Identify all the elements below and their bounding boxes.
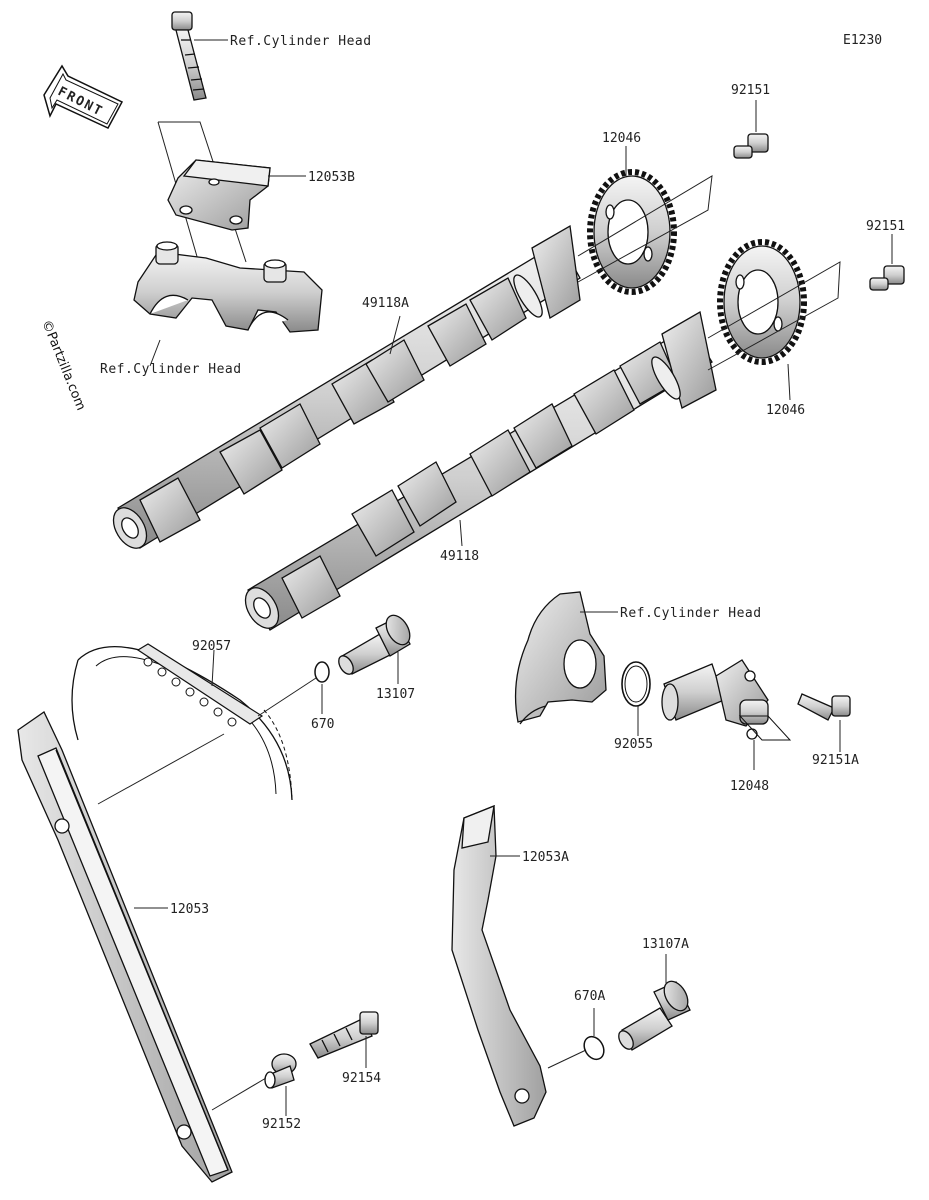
front-arrow-icon: FRONT	[43, 64, 124, 129]
ref-cylinder-head-top: Ref.Cylinder Head	[230, 34, 372, 49]
sprocket-12046-top	[587, 169, 677, 295]
part-12048: 12048	[730, 779, 769, 794]
sprocket-12046-right	[717, 239, 807, 365]
tensioner-12048	[661, 659, 792, 741]
part-92055: 92055	[614, 737, 653, 752]
part-92151-top: 92151	[731, 83, 770, 98]
collar-92152	[264, 1053, 297, 1089]
camshaft-49118a	[112, 224, 581, 549]
part-12053: 12053	[170, 902, 209, 917]
chain-guide-12053	[17, 711, 233, 1183]
o-ring-670	[314, 661, 330, 683]
part-670: 670	[311, 717, 334, 732]
part-670a: 670A	[574, 989, 605, 1004]
pivot-bolt-13107a	[618, 980, 691, 1051]
bolt-92154	[309, 1011, 379, 1059]
camshaft-cap	[133, 241, 323, 333]
cylinder-head-section	[514, 591, 607, 725]
diagram-code: E1230	[843, 33, 882, 48]
pivot-bolt-13107	[338, 614, 411, 675]
part-13107a: 13107A	[642, 937, 689, 952]
part-92151a: 92151A	[812, 753, 859, 768]
ref-cylinder-head-mid: Ref.Cylinder Head	[100, 362, 242, 377]
part-92152: 92152	[262, 1117, 301, 1132]
tensioner-guide-12053a	[451, 804, 547, 1127]
part-49118: 49118	[440, 549, 479, 564]
ref-cylinder-head-right: Ref.Cylinder Head	[620, 606, 762, 621]
part-12046-top: 12046	[602, 131, 641, 146]
part-92151-right: 92151	[866, 219, 905, 234]
part-92154: 92154	[342, 1071, 381, 1086]
part-12053a: 12053A	[522, 850, 569, 865]
bolt-92151-right	[869, 265, 905, 291]
part-12046-right: 12046	[766, 403, 805, 418]
part-13107: 13107	[376, 687, 415, 702]
bracket-12053b	[167, 159, 271, 231]
camshaft-49118	[244, 310, 717, 631]
cylinder-head-bolt	[171, 11, 207, 101]
watermark: ©Partzilla.com	[38, 318, 88, 413]
bolt-92151a	[797, 693, 851, 721]
part-12053b: 12053B	[308, 170, 355, 185]
part-49118a: 49118A	[362, 296, 409, 311]
o-ring-670a	[583, 1035, 605, 1061]
part-92057: 92057	[192, 639, 231, 654]
timing-chain-92057	[71, 643, 293, 801]
gasket-92055	[621, 661, 651, 707]
bolt-92151-top	[733, 133, 769, 159]
